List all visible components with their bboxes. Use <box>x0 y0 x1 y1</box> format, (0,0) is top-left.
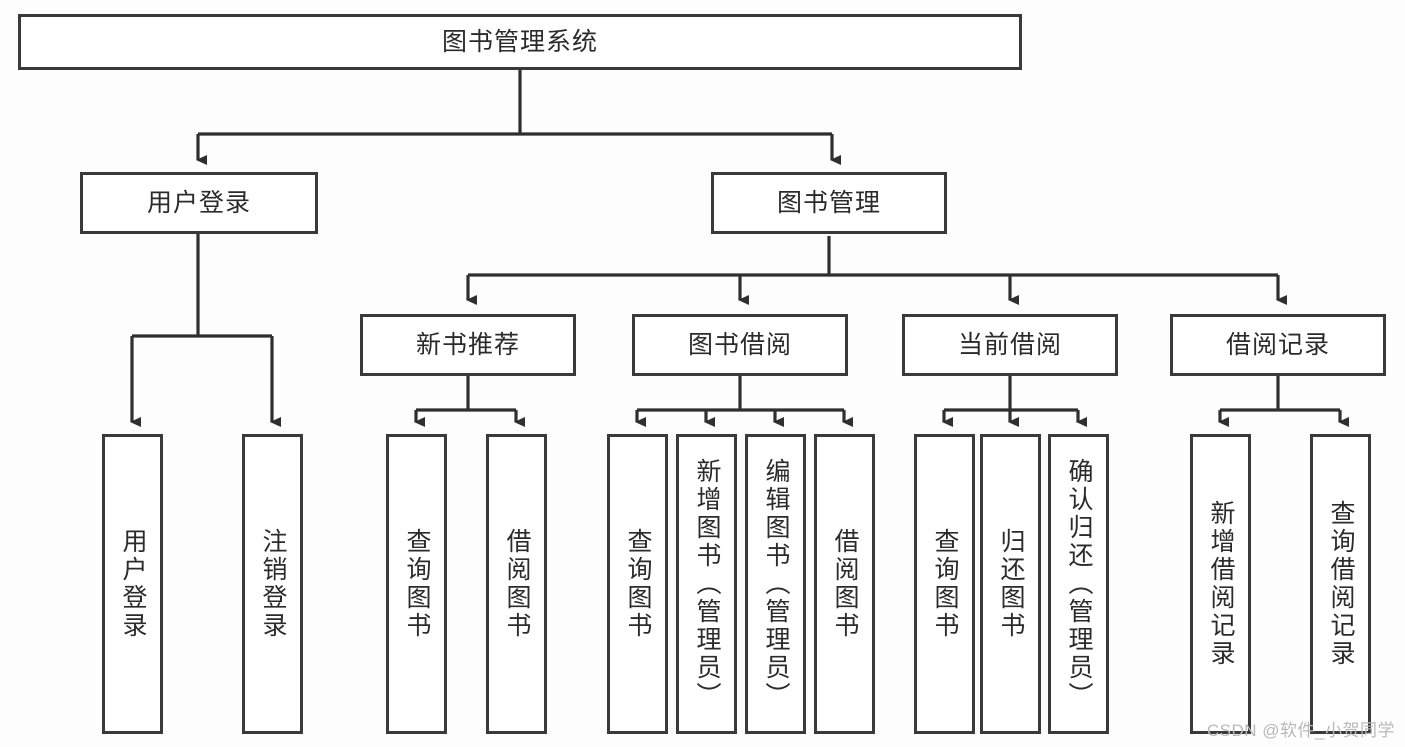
leaf-return-book[interactable]: 归还图书 <box>980 434 1041 734</box>
node-label: 查询借阅记录 <box>1327 500 1355 668</box>
leaf-confirm-return-admin[interactable]: 确认归还（管理员） <box>1048 434 1109 734</box>
node-new-book-recommend[interactable]: 新书推荐 <box>360 314 576 376</box>
node-label: 确认归还（管理员） <box>1065 458 1093 710</box>
leaf-logout-login[interactable]: 注销登录 <box>242 434 303 734</box>
node-label: 新书推荐 <box>415 330 520 359</box>
node-label: 借阅记录 <box>1225 330 1330 359</box>
node-label: 编辑图书（管理员） <box>762 458 790 710</box>
node-user-login[interactable]: 用户登录 <box>80 172 318 234</box>
leaf-query-book-borrow[interactable]: 查询图书 <box>607 434 668 734</box>
node-label: 查询图书 <box>624 528 652 640</box>
leaf-user-login[interactable]: 用户登录 <box>102 434 163 734</box>
node-label: 新增借阅记录 <box>1207 500 1235 668</box>
node-label: 查询图书 <box>403 528 431 640</box>
node-current-borrow[interactable]: 当前借阅 <box>902 314 1118 376</box>
node-borrow-record[interactable]: 借阅记录 <box>1170 314 1386 376</box>
leaf-query-borrow-record[interactable]: 查询借阅记录 <box>1310 434 1371 734</box>
node-label: 图书管理 <box>776 188 881 217</box>
node-label: 用户登录 <box>119 528 147 640</box>
csdn-watermark: CSDN @软件_小贺同学 <box>1206 721 1395 740</box>
leaf-query-book-current[interactable]: 查询图书 <box>914 434 975 734</box>
leaf-add-book-admin[interactable]: 新增图书（管理员） <box>676 434 737 734</box>
leaf-borrow-book-borrow[interactable]: 借阅图书 <box>814 434 875 734</box>
node-root-system[interactable]: 图书管理系统 <box>18 14 1022 70</box>
node-label: 用户登录 <box>146 188 251 217</box>
node-book-borrow[interactable]: 图书借阅 <box>632 314 848 376</box>
node-label: 查询图书 <box>931 528 959 640</box>
node-book-manage[interactable]: 图书管理 <box>711 172 947 234</box>
leaf-borrow-book-recommend[interactable]: 借阅图书 <box>486 434 547 734</box>
node-label: 注销登录 <box>259 528 287 640</box>
leaf-add-borrow-record[interactable]: 新增借阅记录 <box>1190 434 1251 734</box>
node-label: 当前借阅 <box>957 330 1062 359</box>
node-label: 归还图书 <box>997 528 1025 640</box>
leaf-edit-book-admin[interactable]: 编辑图书（管理员） <box>745 434 806 734</box>
node-label: 图书管理系统 <box>441 27 598 56</box>
node-label: 借阅图书 <box>831 528 859 640</box>
leaf-query-book-recommend[interactable]: 查询图书 <box>386 434 447 734</box>
node-label: 图书借阅 <box>687 330 792 359</box>
node-label: 借阅图书 <box>503 528 531 640</box>
node-label: 新增图书（管理员） <box>693 458 721 710</box>
